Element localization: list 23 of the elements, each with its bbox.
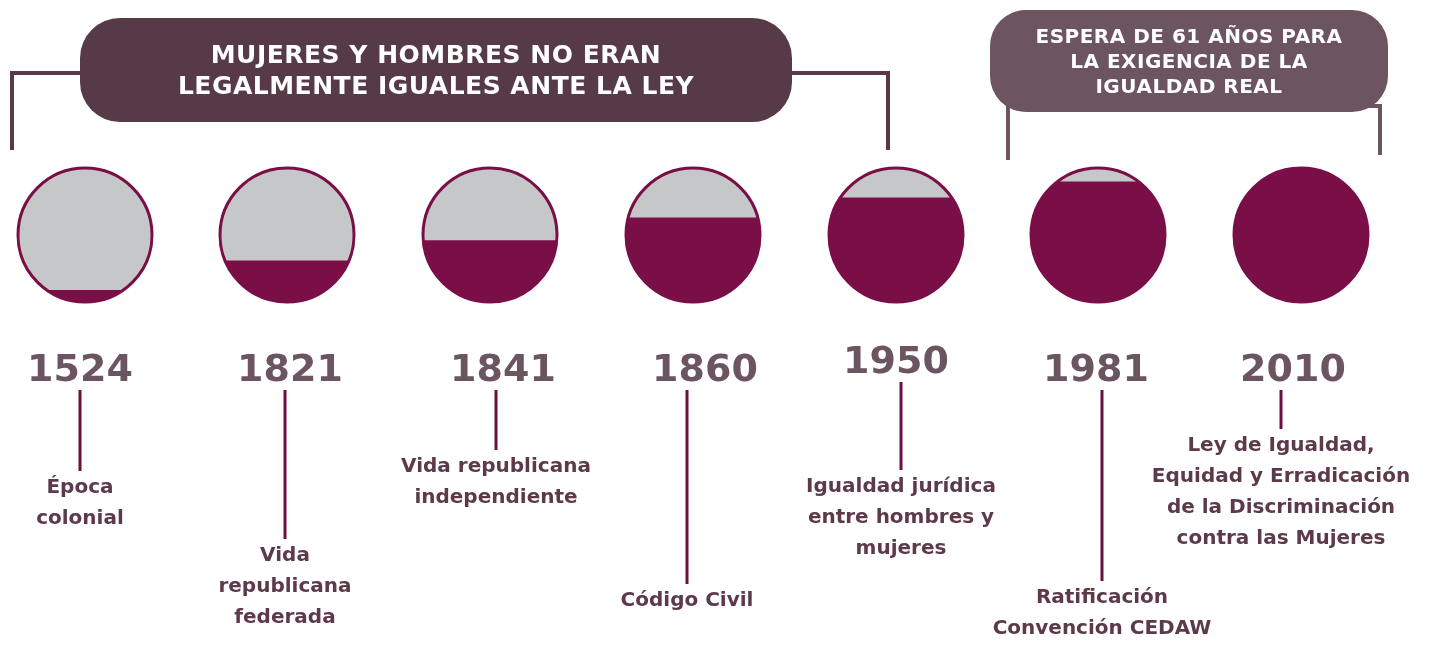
connector-line [494, 390, 498, 450]
year-label: 1524 [10, 346, 150, 390]
year-label: 1841 [433, 346, 573, 390]
event-description: Igualdad jurídica entre hombres y mujeres [781, 470, 1021, 563]
event-description: Ley de Igualdad, Equidad y Erradicación de la Discriminación contra las Mujeres [1150, 429, 1412, 553]
connector-line [1279, 390, 1283, 429]
event-description: Ratificación Convención CEDAW [982, 581, 1222, 643]
year-label: 1860 [635, 346, 775, 390]
event-description: Vida republicana federada [197, 539, 373, 632]
year-label: 2010 [1223, 346, 1363, 390]
event-description: Código Civil [577, 584, 797, 615]
year-label: 1981 [1026, 346, 1166, 390]
banner: ESPERA DE 61 AÑOS PARA LA EXIGENCIA DE LA IGUALDAD REAL [990, 10, 1388, 112]
event-description: Vida republicana independiente [371, 450, 621, 512]
year-label: 1821 [220, 346, 360, 390]
year-label: 1950 [826, 338, 966, 382]
connector-line [1100, 390, 1104, 581]
event-description: Época colonial [20, 471, 140, 533]
banner: MUJERES Y HOMBRES NO ERAN LEGALMENTE IGUALES ANTE LA LEY [80, 18, 792, 122]
connector-line [685, 390, 689, 584]
connector-line [283, 390, 287, 539]
connector-line [78, 390, 82, 471]
connector-line [899, 382, 903, 470]
